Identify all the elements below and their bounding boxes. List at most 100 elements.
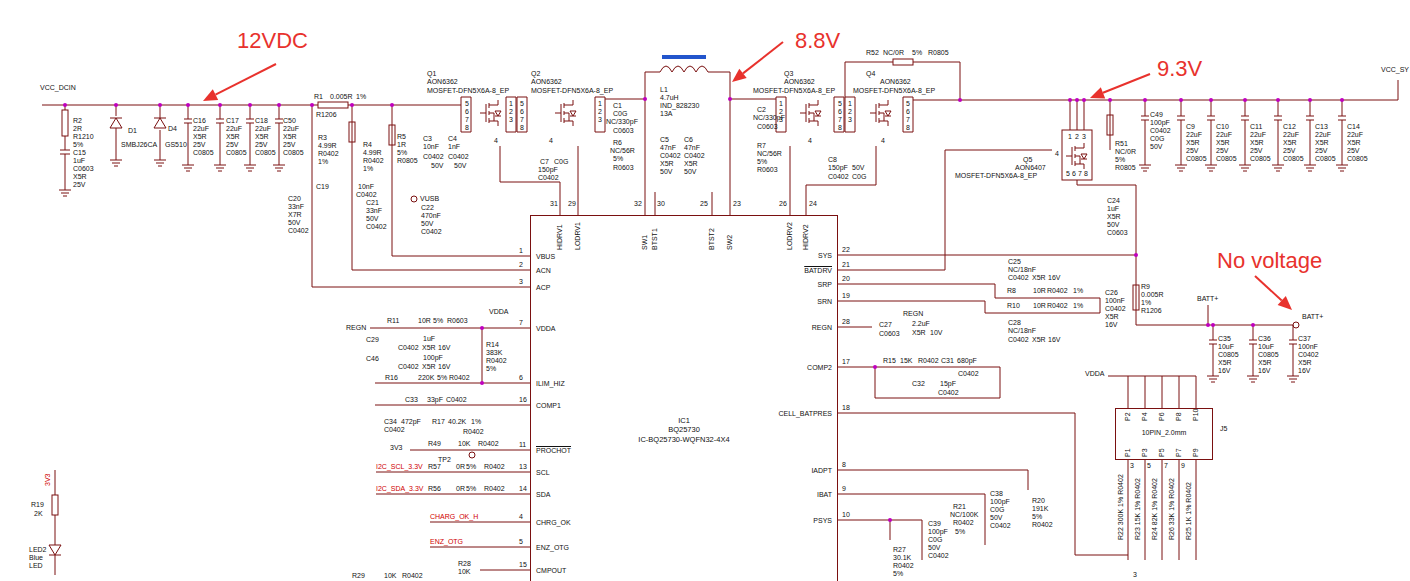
junction-dot (1143, 98, 1147, 102)
part-label: R27 (893, 546, 906, 553)
part-label: VDDA (1085, 370, 1104, 377)
arrow-head (732, 69, 747, 82)
part-label: C0805 (1315, 155, 1336, 162)
part-label: C0G (990, 506, 1004, 513)
part-label: C0402 (990, 522, 1011, 529)
part-label: 100nF (1298, 343, 1318, 350)
part-label: 25V (255, 141, 267, 148)
part-label: SCL (536, 469, 550, 476)
part-label: 50V (454, 162, 466, 169)
junction-dot (1251, 323, 1255, 327)
part-label: 25V (283, 141, 295, 148)
part-label: 5% (955, 528, 965, 535)
part-label: R20 (1032, 497, 1045, 504)
part-label: Q4 (866, 70, 875, 77)
part-label: MOSFET-DFN5X6A-8_EP (427, 87, 509, 94)
part-label: 50V (660, 168, 672, 175)
part-label: Q2 (531, 70, 540, 77)
part-label: AON6362 (880, 78, 911, 85)
part-label: X5R (193, 133, 207, 140)
capacitor-symbol (60, 119, 283, 154)
part-label: R0603 (757, 166, 778, 173)
part-label: 15K (900, 357, 912, 364)
part-label: 100pF (1150, 119, 1170, 126)
part-label: 7 (520, 116, 524, 123)
part-label: X5R (1032, 274, 1046, 281)
part-label: 25V (1315, 147, 1327, 154)
part-label: IND_828230 (660, 102, 699, 109)
part-label: 19 (842, 292, 850, 299)
part-label: R8 (1007, 287, 1016, 294)
part-label: C0603 (879, 330, 900, 337)
part-label: C0805 (1186, 155, 1207, 162)
part-label: C8 (828, 156, 837, 163)
part-label: R21 (953, 503, 966, 510)
part-label: Q3 (784, 70, 793, 77)
part-label: C37 (1298, 335, 1311, 342)
part-label: C0402 (928, 552, 949, 559)
part-label: 8 (842, 461, 846, 468)
resistor-symbol (318, 102, 348, 108)
part-label: SMBJ26CA (121, 141, 157, 148)
part-label: 22uF (283, 125, 299, 132)
part-label: 6 (465, 108, 469, 115)
part-label: X5R (912, 329, 926, 336)
part-label: 5% (912, 49, 922, 56)
junction-dot (1082, 98, 1086, 102)
part-label: MOSFET-DFN5X6A-8_EP (853, 87, 935, 94)
part-label: C0402 (384, 426, 405, 433)
junction-dot (888, 518, 892, 522)
part-label: C12 (1283, 123, 1296, 130)
part-label: 1% (471, 418, 481, 425)
part-label: C0402 (398, 363, 419, 370)
part-label: R0402 (478, 440, 499, 447)
part-label: 220K (418, 374, 434, 381)
part-label: C33 (405, 396, 418, 403)
part-label: 3 (848, 116, 852, 123)
part-label: 1% (1073, 287, 1083, 294)
part-label: 2 (779, 108, 783, 115)
part-label: P5 (1158, 448, 1165, 457)
part-label: 191K (1032, 505, 1048, 512)
pin-name: SRP (818, 281, 832, 288)
part-label: 14 (519, 485, 527, 492)
wire (1070, 100, 1342, 165)
part-label: 10K (458, 568, 470, 575)
part-label: C0402 (1008, 274, 1029, 281)
part-label: 9 (842, 485, 846, 492)
part-label: C0402 (1298, 351, 1319, 358)
part-label: 16V (1258, 367, 1270, 374)
part-label: 50V (684, 168, 696, 175)
junction-dot (277, 103, 281, 107)
part-label: R49 (428, 440, 441, 447)
part-label: 16V (438, 344, 450, 351)
part-label: ILIM_HIZ (536, 380, 565, 387)
part-label: C39 (928, 520, 941, 527)
mosfet-symbol (800, 100, 821, 126)
part-label: 22uF (193, 125, 209, 132)
part-label: 18 (842, 404, 850, 411)
part-label: R1206 (1141, 307, 1162, 314)
part-label: 7 (519, 319, 523, 326)
part-label: R0402 (484, 485, 505, 492)
pin-name: COMP2 (807, 364, 832, 371)
part-label: 4.7uH (660, 94, 679, 101)
part-label: 1% (1141, 299, 1151, 306)
part-label: C0402 (828, 173, 849, 180)
part-label: 23 (733, 200, 741, 207)
pin-name: SRN (817, 298, 832, 305)
part-label: C10 (1216, 123, 1229, 130)
part-label: 5% (613, 155, 623, 162)
ic-body: IC1BQ25730IC-BQ25730-WQFN32-4X4 (530, 215, 838, 581)
part-label: NC/330pF (606, 118, 638, 125)
part-label: 4.99R (318, 142, 337, 149)
part-label: 30.1K (893, 554, 911, 561)
part-label: 8 (465, 124, 469, 131)
part-label: 25 (700, 200, 708, 207)
port-circle (1293, 322, 1299, 328)
part-label: 5% (757, 158, 767, 165)
part-label: 5% (466, 485, 476, 492)
part-label: 10nF (358, 183, 374, 190)
part-label: ACP (536, 284, 550, 291)
arrow-head (1278, 296, 1292, 310)
